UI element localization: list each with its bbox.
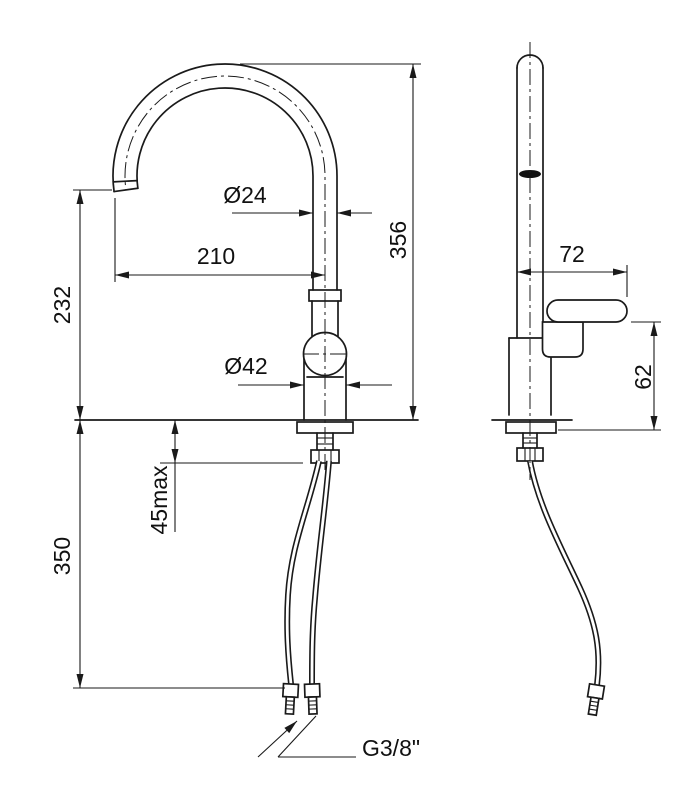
hose-right-core [310,460,331,685]
dim-side-depth-label: 72 [559,241,585,267]
dim-hose-length-label: 350 [49,537,75,575]
dim-handle-drop-label: 62 [630,364,656,390]
arrow-350-top [76,420,84,434]
side-hose-connector [586,682,606,717]
dim-spout-diameter-label: Ø24 [223,182,267,208]
spout-aerator-ring [112,179,138,183]
arrow-72-right [613,268,627,276]
side-mounting-flange [505,421,557,434]
arrow-62-bottom [650,416,658,430]
dim-reach-label: 210 [197,243,235,269]
front-view [74,63,419,716]
front-centerline [124,75,326,470]
dim-body-diameter-label: Ø42 [224,353,267,379]
handle-boss [541,321,584,358]
arrow-356-bottom [409,406,417,420]
spout-inner-edge [136,87,314,291]
arrow-thread [284,721,297,734]
hose-connector-right [303,682,321,716]
arrow-o42-right [346,381,360,389]
side-hose-core [528,460,600,686]
dim-deck-thickness-label: 45max [146,465,172,535]
arrow-210-left [115,271,129,279]
spout-end-cap [113,187,139,193]
arrow-356-top [409,64,417,78]
arrow-o24-right [337,209,351,217]
dimensions: 356 232 350 210 Ø24 Ø42 45max [49,63,661,761]
arrow-350-bottom [76,674,84,688]
arrow-o42-left [290,381,304,389]
dim-thread-label: G3/8" [362,735,420,761]
arrow-45max-top [171,420,179,434]
dim-total-height-label: 356 [385,221,411,259]
arrow-o24-left [299,209,313,217]
arrow-210-right [311,271,325,279]
spout-outer-edge [112,63,338,291]
arrow-232-top [76,190,84,204]
hose-connector-left [281,682,300,716]
dim-outlet-height-label: 232 [49,286,75,324]
arrow-72-left [517,268,531,276]
arrow-232-bottom [76,406,84,420]
spout-outlet-side [519,170,541,178]
arrow-62-top [650,322,658,336]
handle-lever [546,299,628,323]
hose-left-core [285,460,321,685]
side-view [491,42,628,717]
arrow-45max-bottom [171,449,179,463]
leader-thread-2 [277,715,317,758]
